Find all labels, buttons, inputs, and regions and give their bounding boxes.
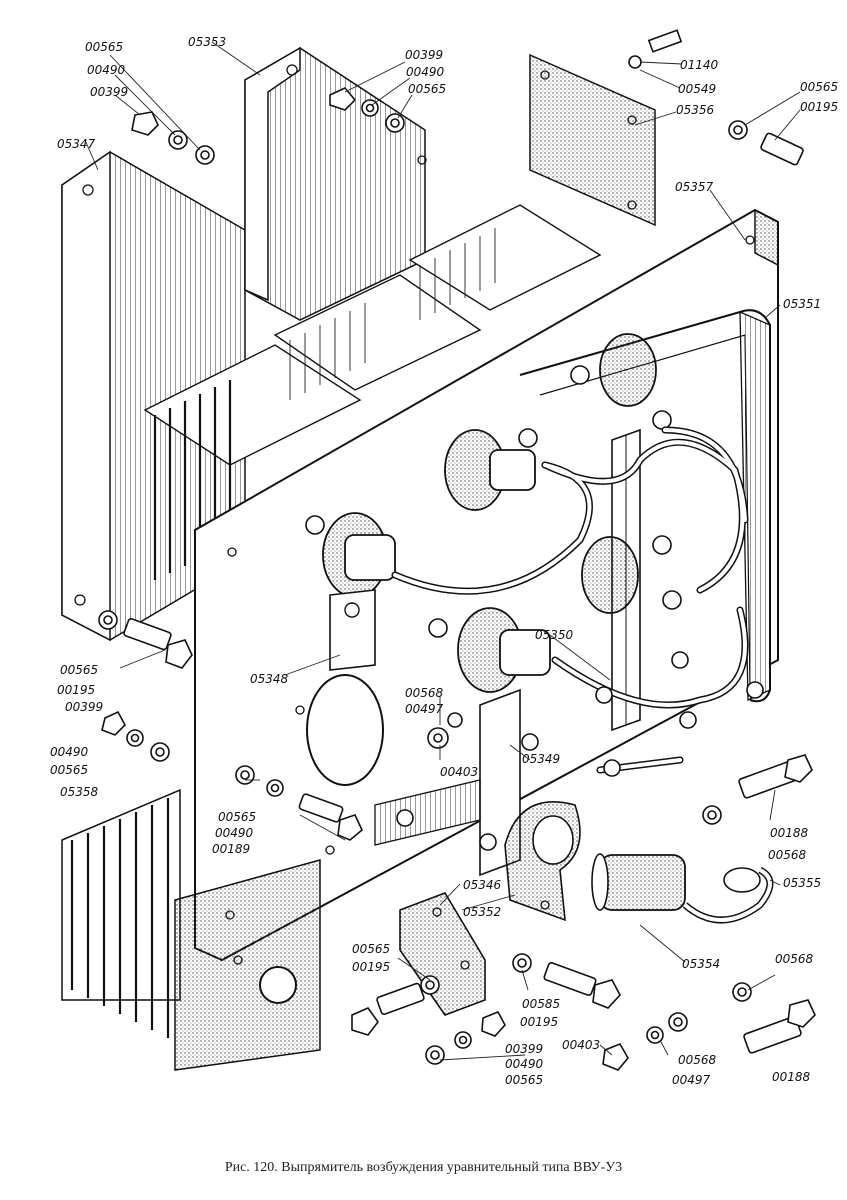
label-00568: 00568	[405, 686, 444, 700]
label-05350: 05350	[535, 628, 574, 642]
label-05352: 05352	[463, 905, 502, 919]
label-00497: 00497	[672, 1073, 711, 1087]
label-00565: 00565	[408, 82, 447, 96]
label-00189: 00189	[212, 842, 251, 856]
diode-middle	[428, 607, 551, 693]
heatsink-bottom-05358	[61, 788, 321, 1071]
label-05349: 05349	[522, 752, 561, 766]
diode-right-lower	[581, 535, 682, 614]
label-00188: 00188	[770, 826, 809, 840]
label-00490: 00490	[505, 1057, 544, 1071]
label-00399: 00399	[65, 700, 104, 714]
label-00568: 00568	[775, 952, 814, 966]
label-00565: 00565	[60, 663, 99, 677]
label-00403: 00403	[440, 765, 479, 779]
label-00568: 00568	[768, 848, 807, 862]
label-00497: 00497	[405, 702, 444, 716]
bracket-05349	[374, 651, 764, 877]
label-00565: 00565	[505, 1073, 544, 1087]
label-00565: 00565	[800, 80, 839, 94]
label-05351: 05351	[783, 297, 822, 311]
plate-05352	[504, 801, 581, 922]
label-00565: 00565	[50, 763, 89, 777]
label-00585: 00585	[522, 997, 561, 1011]
label-05348: 05348	[250, 672, 289, 686]
label-00195: 00195	[352, 960, 391, 974]
label-00490: 00490	[87, 63, 126, 77]
label-00565: 00565	[218, 810, 257, 824]
label-00403: 00403	[562, 1038, 601, 1052]
label-00195: 00195	[520, 1015, 559, 1029]
figure-caption: Рис. 120. Выпрямитель возбуждения уравни…	[224, 1160, 623, 1175]
label-05357: 05357	[675, 180, 714, 194]
label-05347: 05347	[57, 137, 96, 151]
label-00188: 00188	[772, 1070, 811, 1084]
leader-lines	[84, 41, 801, 1061]
label-05355: 05355	[783, 876, 822, 890]
label-05358: 05358	[60, 785, 99, 799]
label-00195: 00195	[57, 683, 96, 697]
label-05353: 05353	[188, 35, 227, 49]
insulating-plate-05356	[529, 53, 656, 227]
diode-upper	[444, 428, 538, 511]
label-00195: 00195	[800, 100, 839, 114]
label-00549: 00549	[678, 82, 717, 96]
heatsink-upper	[143, 204, 602, 580]
label-00565: 00565	[85, 40, 124, 54]
label-00490: 00490	[406, 65, 445, 79]
strap-05351	[519, 309, 771, 703]
label-05354: 05354	[682, 957, 721, 971]
label-00399: 00399	[405, 48, 444, 62]
label-00490: 00490	[215, 826, 254, 840]
label-00568: 00568	[678, 1053, 717, 1067]
label-00399: 00399	[505, 1042, 544, 1056]
fasteners	[98, 29, 816, 1071]
label-00565: 00565	[352, 942, 391, 956]
label-05356: 05356	[676, 103, 715, 117]
diode-right-upper	[570, 333, 672, 430]
diode-left	[305, 512, 396, 671]
label-00399: 00399	[90, 85, 129, 99]
label-01140: 01140	[680, 58, 719, 72]
label-05346: 05346	[463, 878, 502, 892]
diode-05354	[591, 853, 774, 924]
angle-bracket-05346	[399, 892, 486, 1016]
label-00490: 00490	[50, 745, 89, 759]
